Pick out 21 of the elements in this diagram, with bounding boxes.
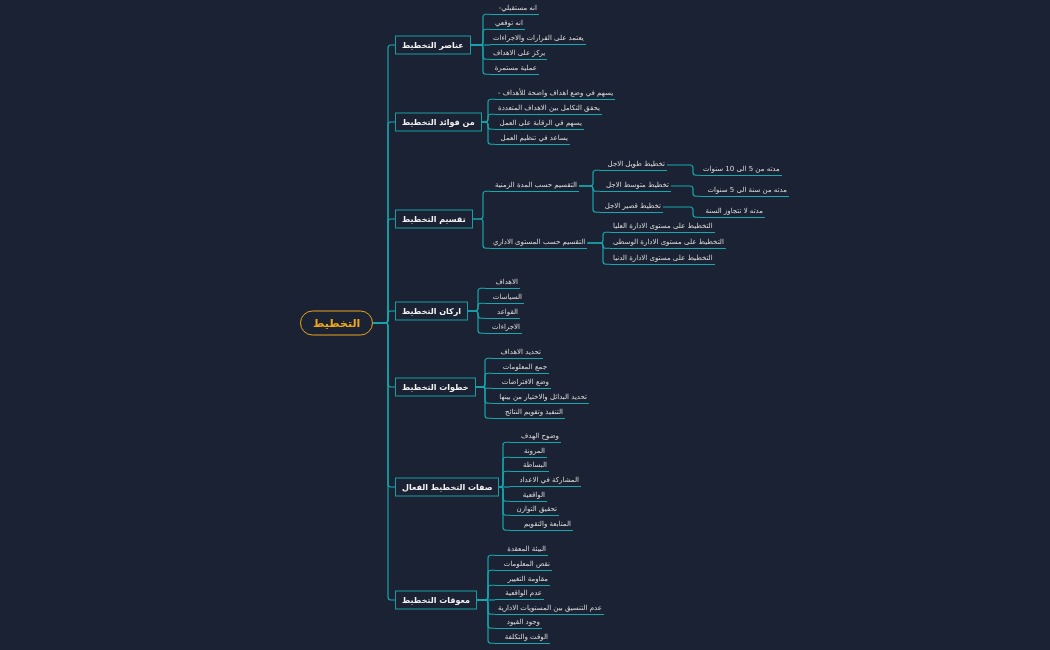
connector-line	[472, 218, 491, 249]
topic-box: خطوات التخطيط	[395, 377, 476, 397]
connector-line	[578, 185, 601, 213]
topic-box: معوقات التخطيط	[395, 590, 477, 610]
connector-line	[481, 121, 496, 145]
connector-line	[670, 185, 701, 197]
connector-line	[662, 206, 701, 218]
connector-line	[666, 164, 701, 176]
topic-box: صفات التخطيط الفعال	[395, 477, 500, 497]
topic-box: عناصر التخطيط	[395, 35, 471, 55]
topic-box: اركان التخطيط	[395, 301, 469, 321]
connector-line	[586, 242, 611, 265]
connector-line	[467, 310, 486, 334]
topic-box: من فوائد التخطيط	[395, 112, 482, 132]
connector-line	[470, 44, 491, 75]
connector-line	[372, 322, 396, 601]
connector-line	[474, 386, 493, 419]
connector-line	[476, 599, 496, 644]
root-topic: التخطيط	[300, 310, 374, 336]
topic-box: تقسيم التخطيط	[395, 209, 473, 229]
connector-line	[498, 486, 511, 531]
